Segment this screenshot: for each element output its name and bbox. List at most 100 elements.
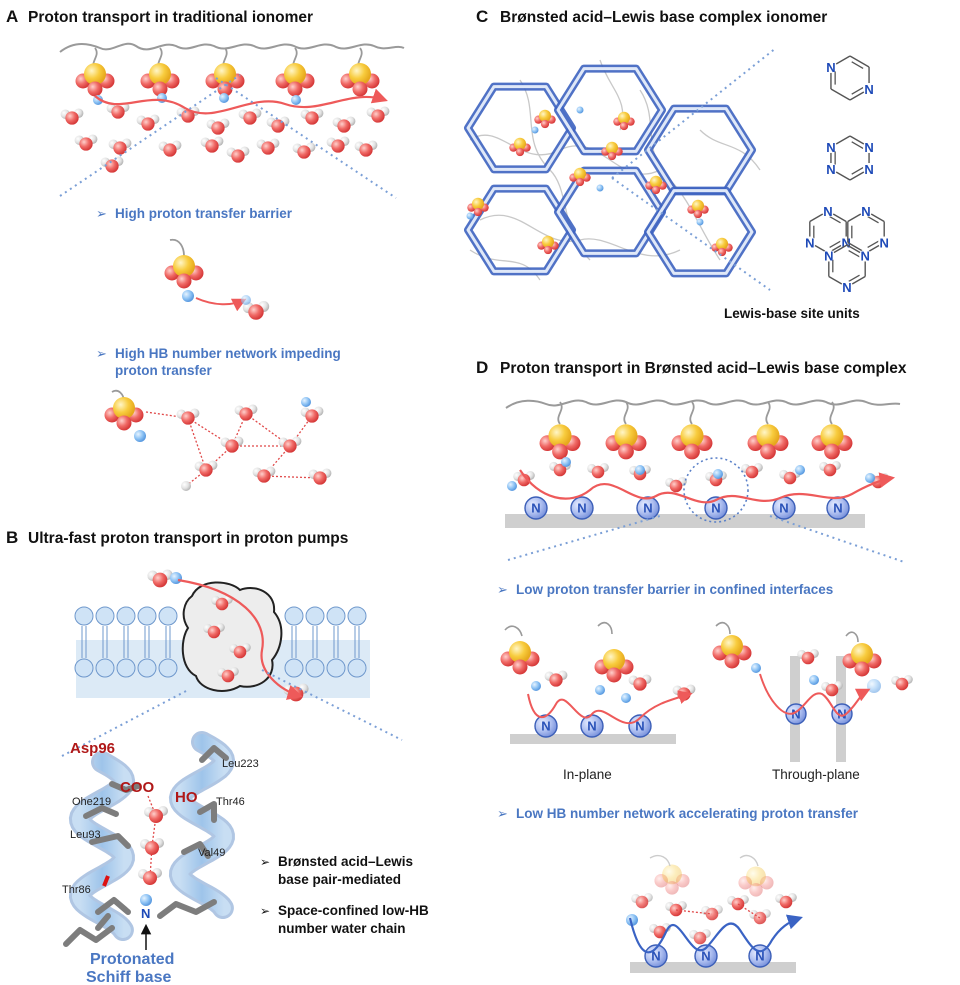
n-site-circle: [748, 944, 772, 968]
oxygen-atom: [854, 661, 870, 677]
n-atom-label: N: [823, 204, 832, 219]
pyrazine-unit: NN: [824, 55, 876, 101]
n-site-label: N: [541, 719, 550, 734]
proton: [713, 469, 723, 479]
sulfur-atom: [509, 641, 531, 663]
panel-b-bullet-1-line-1: Brønsted acid–Lewis: [278, 854, 413, 869]
ring-double-bond: [848, 274, 860, 282]
n-atom-label: N: [879, 236, 888, 251]
water-molecule: [220, 436, 244, 453]
lipid-bilayer: [74, 606, 367, 678]
oxygen-atom: [693, 209, 703, 219]
water-molecule: [665, 477, 687, 493]
pump-proton-arrow: [177, 578, 303, 700]
lewis-base-n-site: N: [534, 714, 558, 738]
sulfur-atom: [471, 197, 485, 210]
residue-asp96-label: Asp96: [70, 740, 115, 757]
in-plane-label: In-plane: [563, 767, 612, 782]
sulfonate-group: [467, 197, 489, 217]
oxygen-atom: [243, 111, 257, 125]
proton: [219, 93, 229, 103]
lewis-base-n-site: N: [636, 496, 660, 520]
oxygen-atom: [152, 81, 168, 97]
water-molecule: [727, 895, 749, 911]
proton: [809, 675, 819, 685]
water-molecule: [203, 623, 225, 639]
oxygen-atom: [231, 149, 245, 163]
sulfonate-group: [712, 635, 752, 669]
lipid-head: [95, 606, 115, 626]
sulfur-atom: [541, 235, 555, 248]
lewis-base-n-site: N: [831, 703, 853, 725]
n-site-label: N: [837, 707, 846, 722]
sulfur-atom: [538, 109, 552, 122]
water-molecule: [354, 140, 378, 157]
oxygen-atom: [619, 121, 629, 131]
side-chain: [597, 621, 613, 635]
residue-leu223-label: Leu223: [222, 758, 259, 770]
sulfonate-group: [537, 235, 559, 255]
n-atom-label: N: [864, 82, 873, 97]
sulfur-atom: [649, 175, 663, 188]
sulfur-atom: [173, 255, 195, 277]
sulfonate-group: [509, 137, 531, 157]
panel-b-letter: B: [6, 528, 18, 547]
oxygen-atom: [895, 677, 909, 691]
n-atom-label: N: [861, 204, 870, 219]
water-molecule: [108, 138, 132, 155]
residue-side-chain: [63, 925, 115, 947]
n-atom-bg: [841, 281, 853, 293]
lipid-head: [137, 658, 157, 678]
n-site-circle: [831, 703, 853, 725]
sulfur-atom: [820, 424, 844, 448]
transfer-arrow: [195, 297, 247, 312]
lewis-base-n-site: N: [644, 944, 668, 968]
lipid-head: [305, 606, 325, 626]
oxygen-atom: [669, 479, 683, 493]
oxygen-atom: [359, 143, 373, 157]
proton: [595, 685, 605, 695]
n-atom-bg: [822, 205, 834, 217]
sulfonate-group: [711, 237, 733, 257]
proton: [626, 914, 638, 926]
sulfur-atom: [680, 424, 704, 448]
hydrogen-bond-water-network: [104, 389, 332, 491]
oxygen-atom: [540, 119, 550, 129]
water-molecule: [217, 667, 239, 683]
residue-side-chain: [199, 745, 229, 763]
hydrogen-bond: [187, 417, 233, 447]
oxygen-atom: [261, 141, 275, 155]
oxygen-atom: [635, 895, 649, 909]
oxygen-atom: [473, 207, 483, 217]
water-molecule: [819, 461, 841, 477]
proton: [182, 290, 194, 302]
sulfur-atom: [84, 63, 106, 85]
oxygen-atom: [717, 247, 727, 257]
proton: [865, 473, 875, 483]
sulfur-atom: [113, 397, 135, 419]
sulfonate-group: [569, 167, 591, 187]
water-molecule: [194, 460, 218, 477]
water-molecule: [60, 108, 84, 125]
water-molecule: [326, 136, 350, 153]
panel-c: C Brønsted acid–Lewis base complex ionom…: [464, 7, 891, 321]
panel-a-letter: A: [6, 7, 18, 26]
oxygen-atom: [665, 881, 679, 895]
bullet-arrow-icon: ➢: [497, 583, 508, 598]
confinement-surface: [505, 514, 865, 528]
lewis-base-n-site: N: [524, 496, 548, 520]
sulfonate-group: [104, 397, 144, 431]
n-atom-label: N: [826, 162, 835, 177]
side-chain: [557, 401, 563, 425]
water-molecule: [229, 643, 251, 659]
oxygen-atom: [143, 871, 157, 885]
n-site-label: N: [635, 719, 644, 734]
residue-ho-label: HO: [175, 789, 198, 806]
oxygen-atom: [753, 911, 767, 925]
oxygen-atom: [233, 645, 247, 659]
water-molecule: [74, 134, 98, 151]
sulfonate-and-water-layer: [60, 63, 390, 173]
